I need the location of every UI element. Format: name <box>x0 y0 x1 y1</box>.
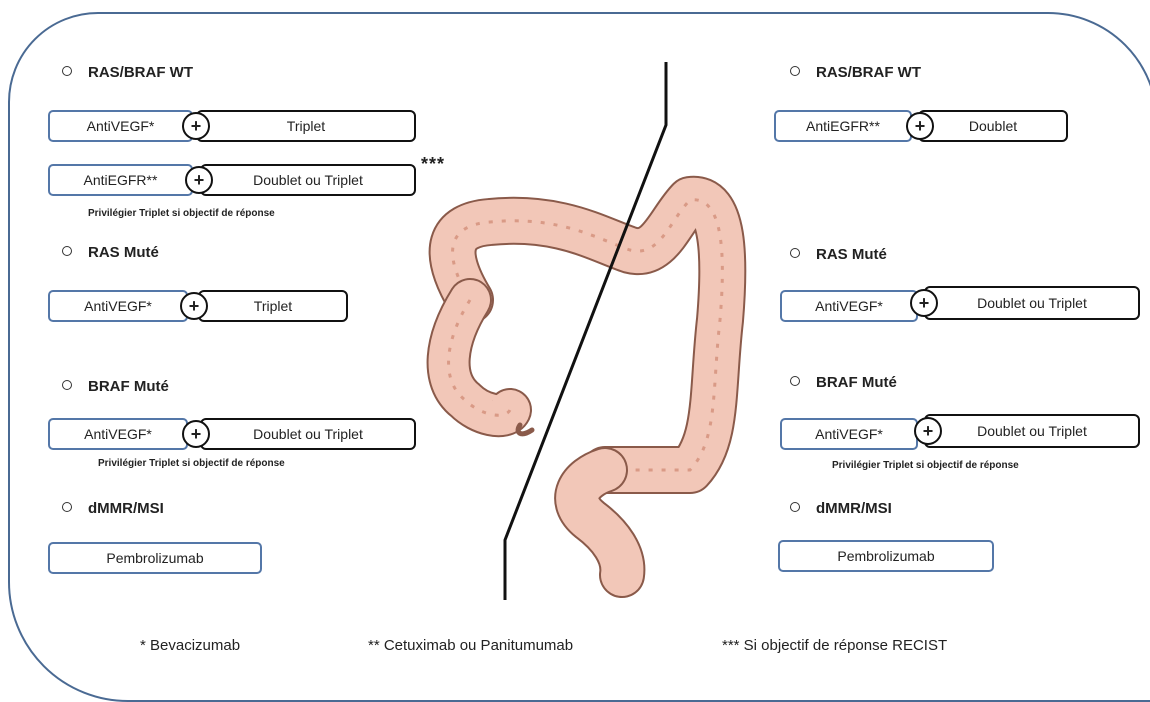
plus-label: + <box>923 422 934 440</box>
treatment-label: Pembrolizumab <box>837 548 934 564</box>
plus-icon: + <box>906 112 934 140</box>
bullet-icon <box>790 502 800 512</box>
agent-label: AntiEGFR** <box>806 118 880 134</box>
treatment-label: Pembrolizumab <box>106 550 203 566</box>
left-heading-dmmr-msi: dMMR/MSI <box>62 500 164 517</box>
right-note-privilegier-triplet-braf: Privilégier Triplet si objectif de répon… <box>832 460 1019 471</box>
right-ras-braf-wt-antiegfr: AntiEGFR** <box>774 110 912 142</box>
left-ras-braf-wt-chemo-triplet: Triplet <box>196 110 416 142</box>
plus-icon: + <box>182 112 210 140</box>
heading-label: BRAF Muté <box>88 378 169 395</box>
agent-label: AntiVEGF* <box>815 298 883 314</box>
footnote-recist: *** Si objectif de réponse RECIST <box>722 637 947 654</box>
plus-label: + <box>191 425 202 443</box>
right-heading-dmmr-msi: dMMR/MSI <box>790 500 892 517</box>
bullet-icon <box>62 380 72 390</box>
heading-label: RAS/BRAF WT <box>816 64 921 81</box>
triple-asterisk: *** <box>421 154 445 175</box>
chemo-label: Triplet <box>287 118 325 134</box>
plus-icon: + <box>914 417 942 445</box>
plus-label: + <box>191 117 202 135</box>
plus-label: + <box>194 171 205 189</box>
heading-label: BRAF Muté <box>816 374 897 391</box>
chemo-label: Doublet <box>969 118 1017 134</box>
right-braf-mute-antivegf: AntiVEGF* <box>780 418 918 450</box>
plus-label: + <box>919 294 930 312</box>
left-heading-ras-braf-wt: RAS/BRAF WT <box>62 64 193 81</box>
left-note-privilegier-triplet-braf: Privilégier Triplet si objectif de répon… <box>98 458 285 469</box>
chemo-label: Doublet ou Triplet <box>253 172 363 188</box>
colon-illustration <box>0 0 1150 687</box>
agent-label: AntiVEGF* <box>84 298 152 314</box>
heading-label: RAS Muté <box>816 246 887 263</box>
bullet-icon <box>790 376 800 386</box>
right-braf-mute-chemo-doublet-triplet: Doublet ou Triplet <box>924 414 1140 448</box>
bullet-icon <box>790 248 800 258</box>
chemo-label: Doublet ou Triplet <box>977 295 1087 311</box>
left-braf-mute-antivegf: AntiVEGF* <box>48 418 188 450</box>
left-ras-braf-wt-antiegfr: AntiEGFR** <box>48 164 193 196</box>
plus-icon: + <box>182 420 210 448</box>
bullet-icon <box>62 502 72 512</box>
agent-label: AntiEGFR** <box>84 172 158 188</box>
left-heading-braf-mute: BRAF Muté <box>62 378 169 395</box>
right-heading-braf-mute: BRAF Muté <box>790 374 897 391</box>
chemo-label: Triplet <box>254 298 292 314</box>
right-ras-mute-antivegf: AntiVEGF* <box>780 290 918 322</box>
plus-label: + <box>189 297 200 315</box>
heading-label: dMMR/MSI <box>816 500 892 517</box>
agent-label: AntiVEGF* <box>87 118 155 134</box>
left-pembrolizumab-box: Pembrolizumab <box>48 542 262 574</box>
left-ras-braf-wt-chemo-doublet-triplet: Doublet ou Triplet <box>200 164 416 196</box>
agent-label: AntiVEGF* <box>815 426 883 442</box>
plus-icon: + <box>185 166 213 194</box>
chemo-label: Doublet ou Triplet <box>977 423 1087 439</box>
agent-label: AntiVEGF* <box>84 426 152 442</box>
left-heading-ras-mute: RAS Muté <box>62 244 159 261</box>
left-ras-mute-chemo-triplet: Triplet <box>198 290 348 322</box>
right-pembrolizumab-box: Pembrolizumab <box>778 540 994 572</box>
heading-label: dMMR/MSI <box>88 500 164 517</box>
left-ras-braf-wt-antivegf: AntiVEGF* <box>48 110 193 142</box>
left-ras-mute-antivegf: AntiVEGF* <box>48 290 188 322</box>
bullet-icon <box>790 66 800 76</box>
right-heading-ras-mute: RAS Muté <box>790 246 887 263</box>
bullet-icon <box>62 66 72 76</box>
right-ras-braf-wt-chemo-doublet: Doublet <box>918 110 1068 142</box>
plus-label: + <box>915 117 926 135</box>
plus-icon: + <box>910 289 938 317</box>
bullet-icon <box>62 246 72 256</box>
right-heading-ras-braf-wt: RAS/BRAF WT <box>790 64 921 81</box>
left-note-privilegier-triplet: Privilégier Triplet si objectif de répon… <box>88 208 275 219</box>
footnote-cetuximab-panitumumab: ** Cetuximab ou Panitumumab <box>368 637 573 654</box>
left-braf-mute-chemo-doublet-triplet: Doublet ou Triplet <box>200 418 416 450</box>
heading-label: RAS/BRAF WT <box>88 64 193 81</box>
colon-icon <box>449 200 723 575</box>
chemo-label: Doublet ou Triplet <box>253 426 363 442</box>
footnote-bevacizumab: * Bevacizumab <box>140 637 240 654</box>
plus-icon: + <box>180 292 208 320</box>
right-ras-mute-chemo-doublet-triplet: Doublet ou Triplet <box>924 286 1140 320</box>
heading-label: RAS Muté <box>88 244 159 261</box>
